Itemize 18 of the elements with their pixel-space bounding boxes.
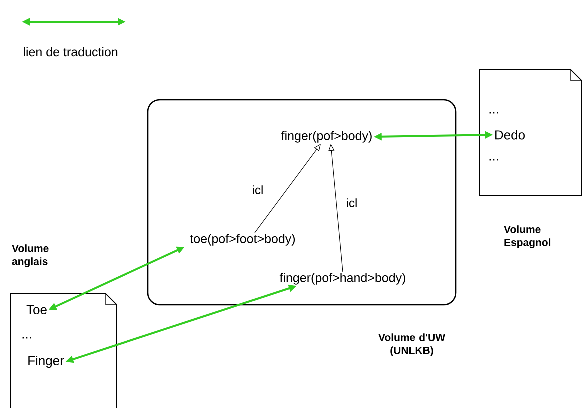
node-label: Volume Espagnol (504, 226, 551, 248)
edge-label: icl (251, 184, 265, 196)
concept-label: finger(pof>hand>body) (280, 273, 406, 285)
volume-caption: Volume d'UW (UNLKB) (378, 334, 446, 356)
volume-box (147, 99, 457, 306)
entry-label: Dedo (496, 130, 525, 140)
node-label: Volume anglais (12, 244, 49, 268)
arrow (254, 144, 321, 234)
entry-label: Toe (26, 305, 47, 315)
arrow (328, 144, 344, 272)
edge-label: icl (345, 198, 359, 208)
entry-label: ... (490, 159, 498, 161)
entry-label: ... (22, 337, 32, 339)
legend-label: lien de traduction (24, 47, 118, 57)
concept-label: toe(pof>foot>body) (190, 234, 296, 246)
entry-label: Finger (28, 356, 64, 368)
entry-label: ... (490, 112, 498, 114)
concept-label: finger(pof>body) (281, 131, 372, 143)
